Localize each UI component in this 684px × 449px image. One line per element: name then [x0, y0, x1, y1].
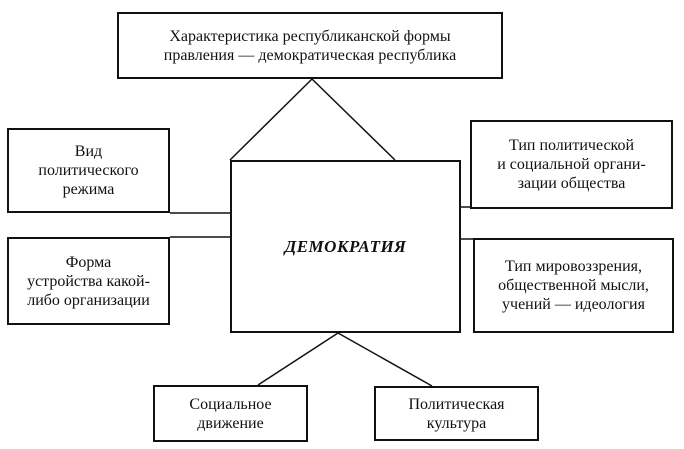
right-lower-box-ideology: Тип мировоззрения, общественной мысли, уче… — [473, 238, 674, 333]
box-text-line: либо организации — [27, 291, 150, 309]
box-text-line: правления — демократическая республика — [163, 46, 457, 64]
box-text-line: зации общества — [517, 175, 626, 192]
left-upper-box-political-regime: Вид политического режима — [7, 128, 170, 213]
box-text-line: режима — [62, 181, 115, 198]
connector-top-left — [229, 78, 313, 161]
box-text-line: и социальной органи- — [497, 156, 646, 173]
box-text-line: Характеристика республиканской формы — [169, 27, 451, 45]
box-text-line: Социальное — [189, 395, 272, 413]
right-upper-box-organization-type: Тип политической и социальной органи-заци… — [470, 120, 673, 209]
box-text-line: Вид — [74, 143, 103, 160]
box-text-line: общественной мысли, — [498, 277, 649, 294]
center-label: ДЕМОКРАТИЯ — [285, 237, 407, 256]
center-box-democracy: ДЕМОКРАТИЯ — [230, 160, 461, 333]
box-text-line: ДЕМОКРАТИЯ — [284, 237, 407, 256]
box-text-line: учений — идеология — [502, 296, 645, 313]
right-lower-box-label: Тип мировоззрения, общественной мысли, уче… — [498, 257, 649, 314]
right-upper-box-label: Тип политической и социальной органи-заци… — [497, 136, 646, 193]
box-text-line: Форма — [65, 253, 112, 271]
box-text-line: Тип политической — [508, 137, 635, 154]
box-text-line: Политическая — [408, 395, 505, 413]
left-upper-box-label: Вид политического режима — [38, 142, 138, 199]
connector-top-right — [311, 78, 396, 161]
connector-bottom-left — [257, 332, 339, 386]
box-text-line: устройства какой- — [27, 272, 150, 290]
box-text-line: политического — [38, 162, 139, 179]
connector-bottom-right — [337, 332, 433, 387]
box-text-line: движение — [197, 414, 264, 432]
box-text-line: Тип мировоззрения, — [504, 258, 643, 275]
box-text-line: культура — [426, 414, 487, 432]
